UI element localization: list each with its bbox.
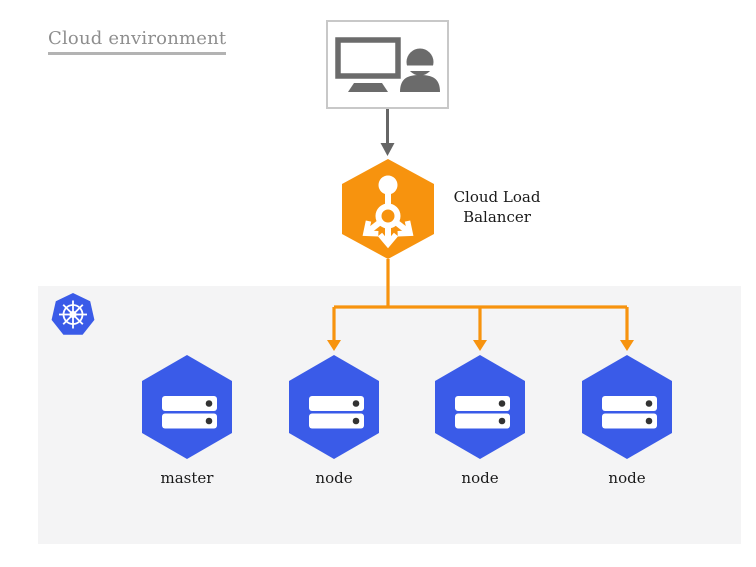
node-hexagon-3 bbox=[582, 355, 672, 459]
load-balancer-icon bbox=[361, 175, 415, 249]
page-title: Cloud environment bbox=[48, 28, 227, 55]
load-balancer-hexagon bbox=[342, 159, 434, 259]
monitor-and-user-icon bbox=[335, 37, 440, 92]
load-balancer-label: Cloud Load Balancer bbox=[453, 188, 541, 226]
node-label-1: node bbox=[315, 469, 353, 487]
monitor-icon bbox=[335, 37, 401, 92]
user-icon bbox=[400, 48, 440, 92]
node-hexagon-2 bbox=[435, 355, 525, 459]
master-hexagon bbox=[142, 355, 232, 459]
node-label-2: node bbox=[461, 469, 499, 487]
node-hexagon-1 bbox=[289, 355, 379, 459]
kubernetes-logo-icon bbox=[51, 293, 95, 335]
node-label-3: node bbox=[608, 469, 646, 487]
user-workstation-box bbox=[326, 20, 449, 109]
master-label: master bbox=[160, 469, 214, 487]
